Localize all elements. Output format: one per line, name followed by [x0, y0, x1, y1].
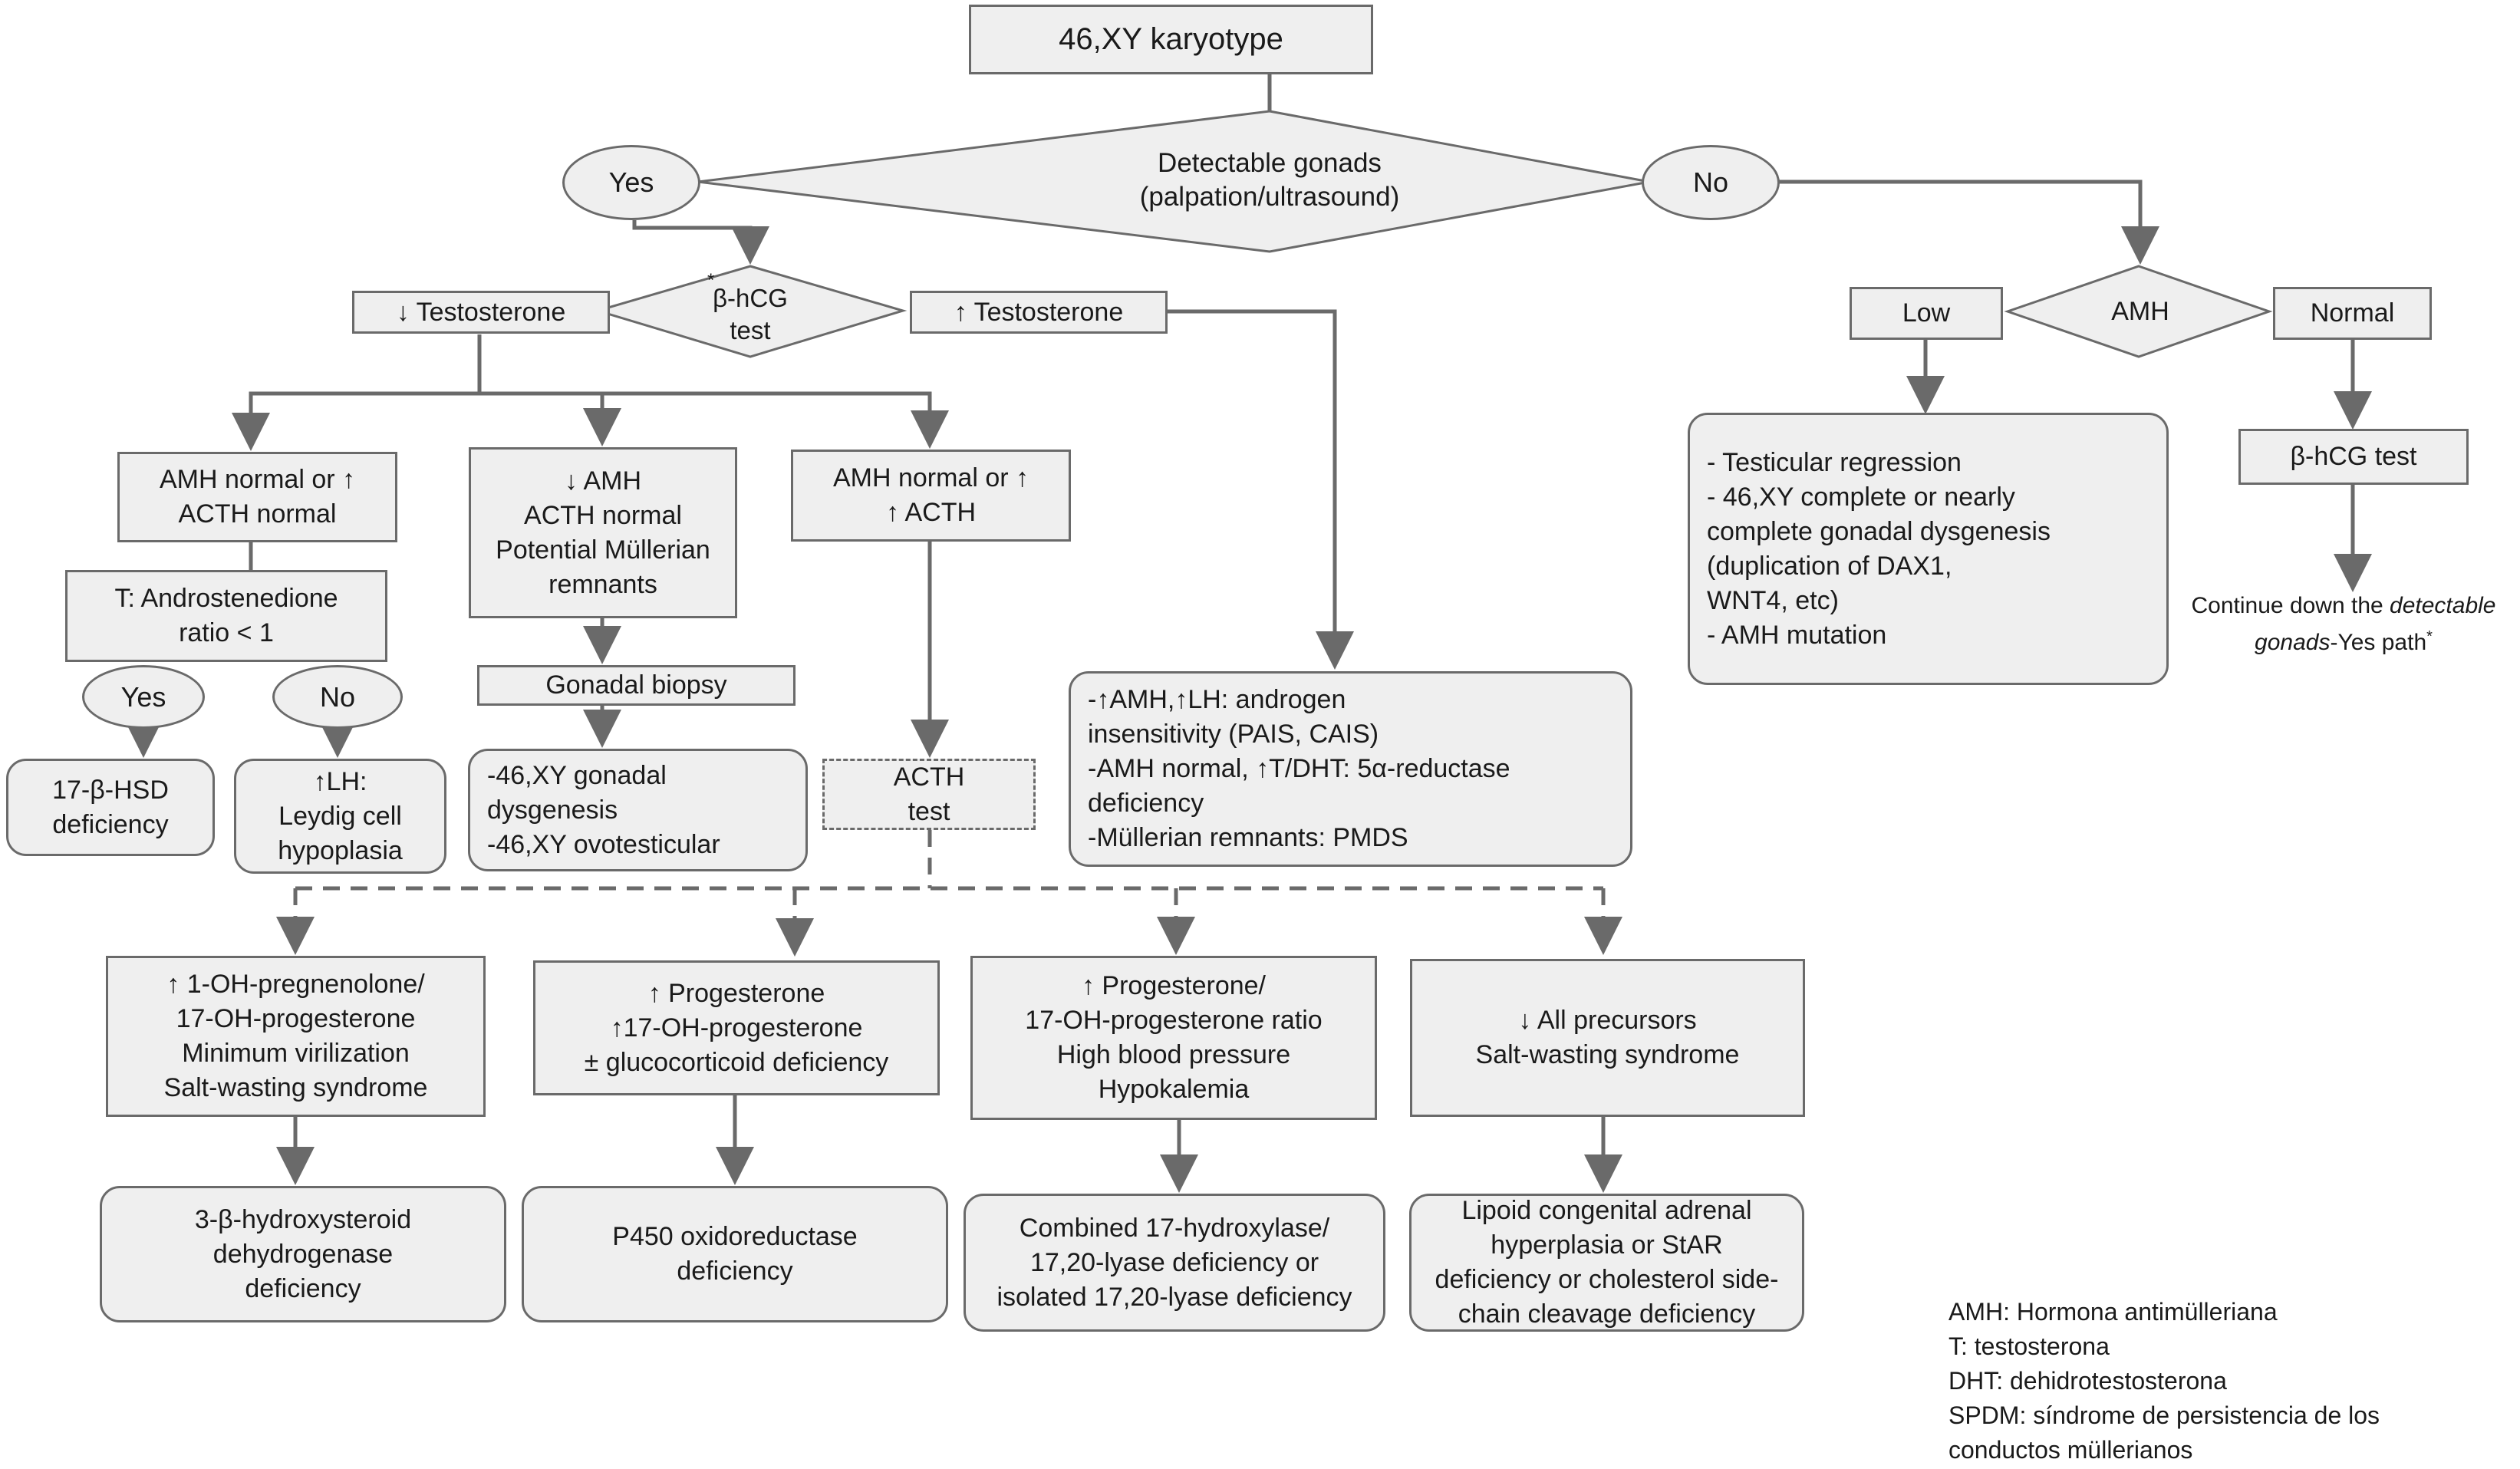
amh-low-box: Low: [1850, 287, 2003, 340]
diagnosis-1: 3-β-hydroxysteroid dehydrogenase deficie…: [100, 1186, 506, 1322]
acth-result-1: ↑ 1-OH-pregnenolone/ 17-OH-progesterone …: [106, 956, 486, 1117]
karyotype-box: 46,XY karyotype: [969, 5, 1373, 74]
ratio-question-box: T: Androstenedione ratio < 1: [65, 570, 387, 662]
connector: [232, 334, 482, 451]
hsd17-box: 17-β-HSD deficiency: [6, 759, 215, 856]
ratio-no-oval: No: [272, 665, 403, 729]
amh-low-result-box: - Testicular regression - 46,XY complete…: [1688, 413, 2169, 685]
connector: [479, 391, 949, 449]
low-testosterone-box: ↓ Testosterone: [352, 291, 610, 334]
biopsy-result-box: -46,XY gonadal dysgenesis -46,XY ovotest…: [468, 749, 808, 871]
gonads-question: Detectable gonads (palpation/ultrasound): [1139, 148, 1400, 212]
amh-normal-high-acth-box: AMH normal or ↑ ↑ ACTH: [791, 450, 1071, 542]
diagnosis-4: Lipoid congenital adrenal hyperplasia or…: [1409, 1194, 1804, 1332]
hcg-diamond: [593, 265, 908, 358]
leydig-box: ↑LH: Leydig cell hypoplasia: [234, 759, 446, 874]
acth-test-box: ACTH test: [822, 759, 1036, 830]
ratio-yes-oval: Yes: [82, 665, 205, 729]
diagnosis-2: P450 oxidoreductase deficiency: [522, 1186, 948, 1322]
low-amh-box: ↓ AMH ACTH normal Potential Müllerian re…: [469, 447, 737, 618]
acth-result-3: ↑ Progesterone/ 17-OH-progesterone ratio…: [970, 956, 1377, 1120]
high-testosterone-result-box: -↑AMH,↑LH: androgen insensitivity (PAIS,…: [1069, 671, 1632, 867]
diagnosis-3: Combined 17-hydroxylase/ 17,20-lyase def…: [964, 1194, 1385, 1332]
connector: [1768, 180, 2159, 265]
acth-result-2: ↑ Progesterone ↑17-OH-progesterone ± glu…: [533, 960, 940, 1095]
abbreviation-legend: AMH: Hormona antimülleriana T: testoster…: [1948, 1298, 2380, 1464]
hcg-test-label: β-hCG test: [713, 284, 788, 344]
connector: [1168, 309, 1354, 670]
connector: [632, 220, 769, 265]
no-oval: No: [1642, 145, 1780, 220]
asterisk: *: [707, 270, 715, 291]
gonads-diamond: [697, 110, 1650, 253]
amh-normal-acth-normal-box: AMH normal or ↑ ACTH normal: [117, 452, 397, 542]
gonadal-biopsy-box: Gonadal biopsy: [477, 665, 796, 706]
amh-diamond: [2004, 265, 2273, 358]
hcg-test-2-box: β-hCG test: [2238, 429, 2469, 485]
amh-normal-box: Normal: [2273, 287, 2432, 340]
high-testosterone-box: ↑ Testosterone: [910, 291, 1168, 334]
acth-result-4: ↓ All precursors Salt-wasting syndrome: [1410, 959, 1805, 1117]
connector: [479, 391, 621, 446]
yes-oval: Yes: [562, 145, 700, 220]
amh-label: AMH: [2111, 297, 2169, 326]
